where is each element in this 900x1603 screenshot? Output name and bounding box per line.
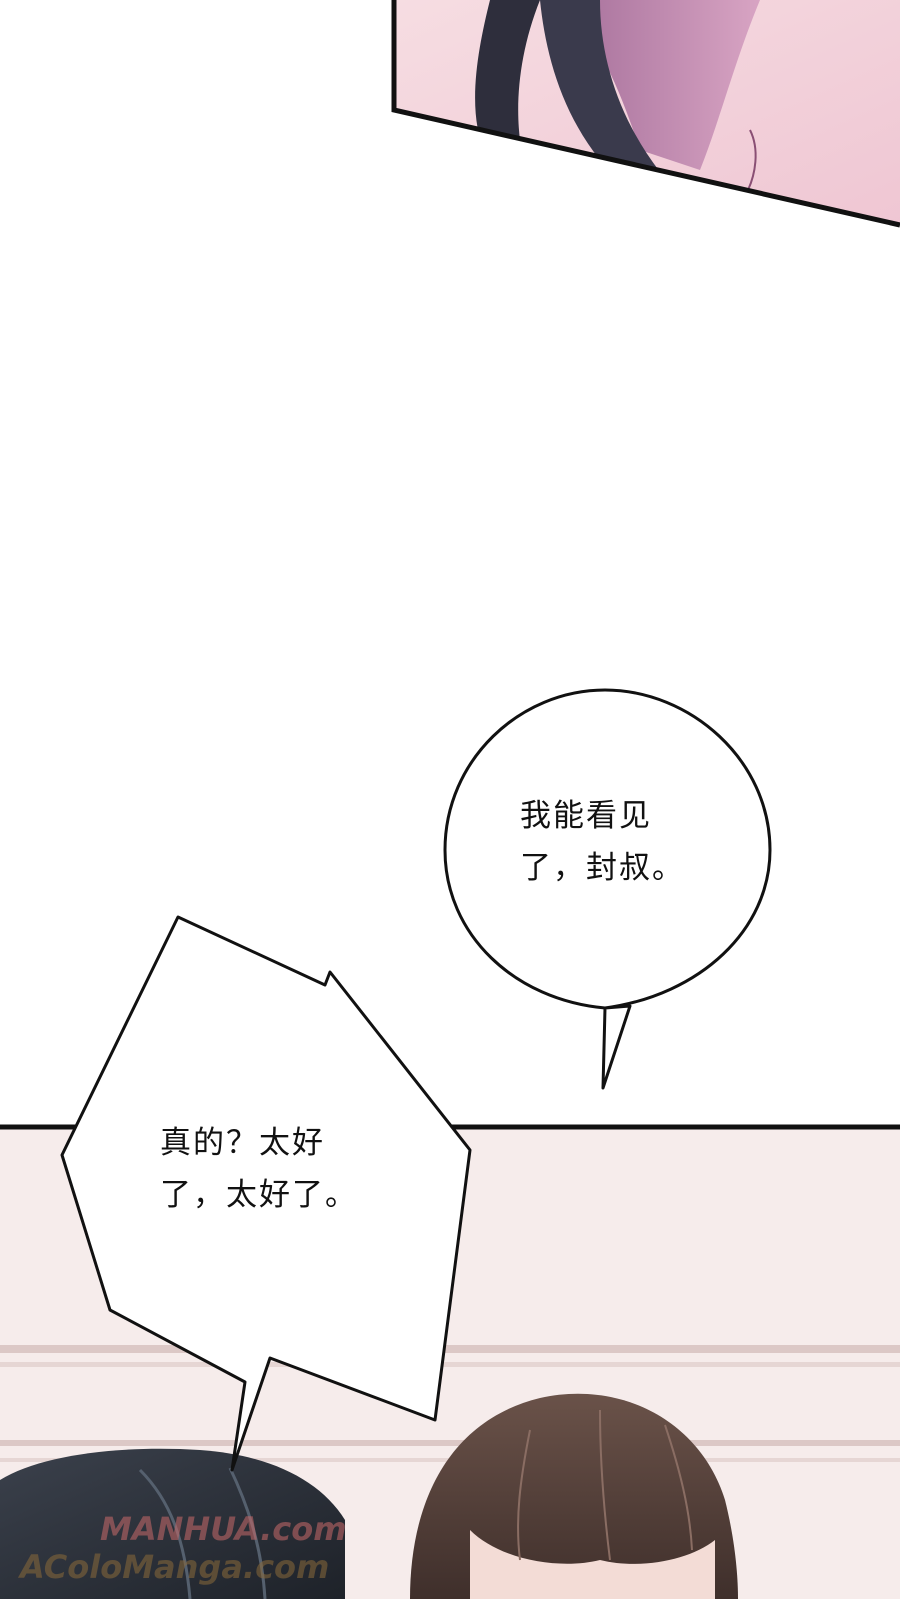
- wall-stripe-1: [0, 1345, 900, 1353]
- top-panel-border: [391, 0, 900, 228]
- round-bubble-line-1: 我能看见: [520, 798, 652, 834]
- hair-strand-right: [540, 0, 660, 172]
- spiky-bubble-text: 真的？太好 了，太好了。: [160, 1117, 358, 1221]
- wall-stripe-3: [0, 1440, 900, 1446]
- face: [470, 1530, 715, 1599]
- round-bubble-text: 我能看见 了，封叔。: [520, 790, 685, 894]
- wall-stripe-2: [0, 1362, 900, 1367]
- top-panel: [394, 0, 900, 225]
- watermark-line-1: MANHUA.com: [100, 1510, 347, 1548]
- shoulder-shade: [560, 0, 760, 170]
- spiky-speech-bubble: [60, 915, 472, 1472]
- round-speech-bubble: [443, 688, 772, 1090]
- spiky-bubble-line-1: 真的？太好: [160, 1125, 325, 1161]
- hair-strand-left: [475, 0, 540, 140]
- spiky-bubble-line-2: 了，太好了。: [160, 1177, 358, 1213]
- round-bubble-line-2: 了，封叔。: [520, 850, 685, 886]
- watermark-line-2: AColoManga.com: [20, 1548, 330, 1586]
- neck-line: [747, 129, 757, 191]
- dark-hair-character: [0, 1448, 345, 1599]
